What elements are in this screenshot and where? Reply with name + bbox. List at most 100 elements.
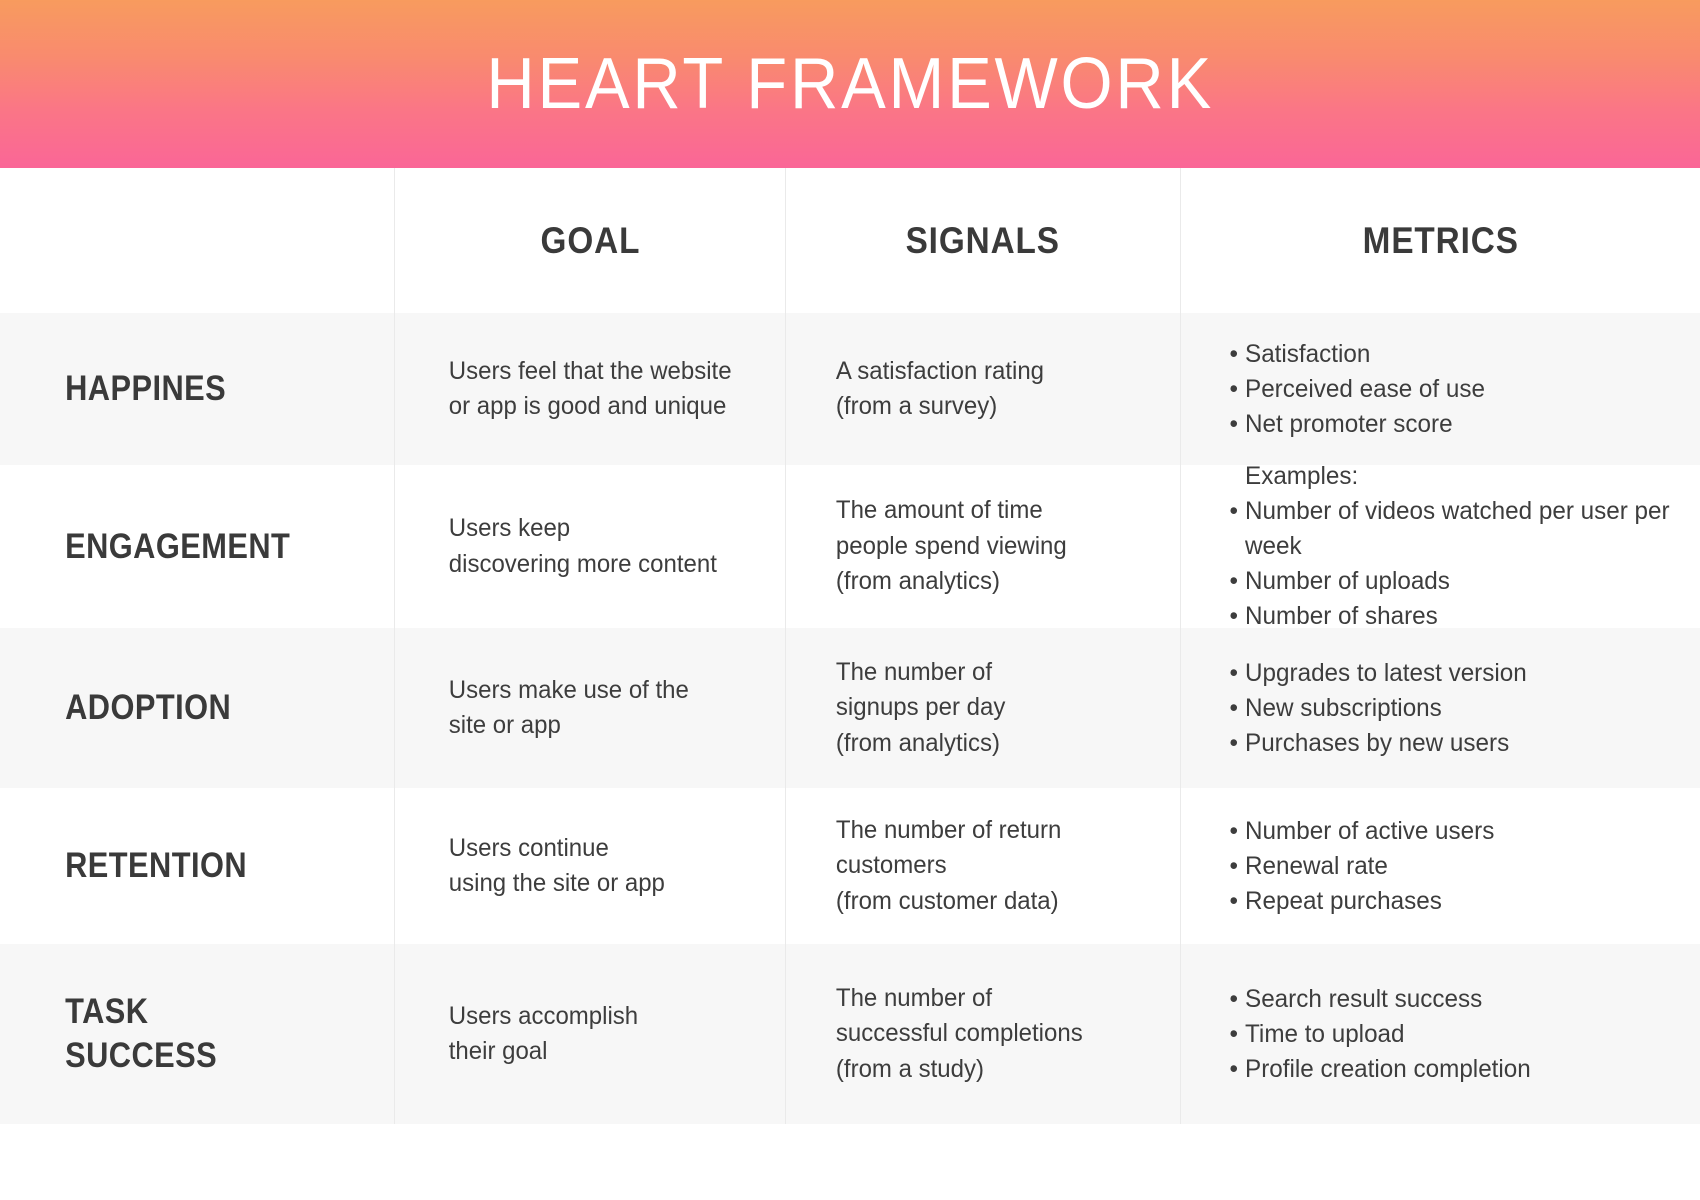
header-label-signals: SIGNALS [905,219,1061,261]
row-signals-cell: The number of return customers (from cus… [785,788,1180,944]
bullet-icon: • [1229,851,1239,880]
row-signals-cell: A satisfaction rating (from a survey) [785,313,1180,465]
row-category-label: TASK SUCCESS [65,992,218,1075]
bullet-icon: • [1229,1019,1239,1048]
metrics-list: •Satisfaction•Perceived ease of use•Net … [1181,337,1684,442]
metrics-list-item-label: Profile creation completion [1245,1054,1531,1083]
table-row: TASK SUCCESS Users accomplish their goal… [0,944,1700,1124]
metrics-list-item-label: Repeat purchases [1245,886,1442,915]
row-signals-text: The number of return customers (from cus… [835,815,1062,915]
metrics-list-item-label: Purchases by new users [1245,728,1510,757]
row-category-label: ENGAGEMENT [65,526,291,566]
metrics-list-item-label: Time to upload [1245,1019,1405,1048]
bullet-icon: • [1229,728,1239,757]
metrics-list-item: •Upgrades to latest version [1230,656,1675,691]
header-cell-metrics: METRICS [1180,168,1700,313]
header-cell-category [0,168,394,313]
metrics-list-item-label: Upgrades to latest version [1245,658,1527,687]
row-category-cell: ENGAGEMENT [0,465,394,628]
bullet-icon: • [1229,409,1239,438]
metrics-list-item-label: Number of active users [1245,816,1495,845]
row-category-cell: RETENTION [0,788,394,944]
metrics-list-item: •Examples: [1230,459,1675,494]
banner: HEART FRAMEWORK [0,0,1700,168]
row-signals-cell: The amount of time people spend viewing … [785,465,1180,628]
framework-table: GOAL SIGNALS METRICS HAPPINES Users feel… [0,168,1700,1200]
table-row: ADOPTION Users make use of the site or a… [0,628,1700,788]
row-goal-text: Users accomplish their goal [448,1001,639,1066]
row-category-label: HAPPINES [65,369,227,409]
table-row: HAPPINES Users feel that the website or … [0,313,1700,465]
metrics-list: •Number of active users•Renewal rate•Rep… [1181,814,1684,919]
row-goal-cell: Users accomplish their goal [394,944,785,1124]
row-category-cell: TASK SUCCESS [0,944,394,1124]
metrics-list-item: •Number of videos watched per user per w… [1230,494,1675,564]
row-goal-cell: Users continue using the site or app [394,788,785,944]
header-label-goal: GOAL [540,219,640,261]
header-cell-goal: GOAL [394,168,785,313]
metrics-list-item-label: Satisfaction [1245,339,1371,368]
row-category-label: ADOPTION [65,688,232,728]
metrics-list-item-label: Examples: [1245,462,1359,490]
row-goal-text: Users make use of the site or app [448,675,689,740]
bullet-icon: • [1229,693,1239,722]
row-signals-text: A satisfaction rating (from a survey) [835,356,1045,421]
bullet-icon: • [1229,374,1239,403]
metrics-list-item: •Perceived ease of use [1230,372,1675,407]
page-title: HEART FRAMEWORK [486,44,1214,124]
metrics-list-item-label: Search result success [1245,984,1483,1013]
metrics-list-item: •Search result success [1230,982,1675,1017]
bullet-icon: • [1229,886,1239,915]
bullet-icon: • [1229,497,1239,525]
bullet-icon: • [1229,1054,1239,1083]
bullet-icon: • [1229,339,1239,368]
row-metrics-cell: •Search result success•Time to upload•Pr… [1180,944,1700,1124]
metrics-list-item: •Satisfaction [1230,337,1675,372]
row-goal-text: Users keep discovering more content [448,514,717,578]
table-row: RETENTION Users continue using the site … [0,788,1700,944]
metrics-list-item: •Repeat purchases [1230,884,1675,919]
metrics-list-item: •Net promoter score [1230,407,1675,442]
metrics-list: •Examples:•Number of videos watched per … [1181,459,1684,634]
bullet-icon: • [1229,567,1239,595]
row-signals-cell: The number of successful completions (fr… [785,944,1180,1124]
metrics-list-item-label: Perceived ease of use [1245,374,1485,403]
metrics-list-item: •Renewal rate [1230,849,1675,884]
header-label-metrics: METRICS [1362,219,1519,261]
metrics-list-item-label: Renewal rate [1245,851,1388,880]
row-category-cell: ADOPTION [0,628,394,788]
bullet-icon: • [1229,816,1239,845]
row-metrics-cell: •Upgrades to latest version•New subscrip… [1180,628,1700,788]
metrics-list-item: •New subscriptions [1230,691,1675,726]
row-goal-text: Users feel that the website or app is go… [448,356,732,421]
metrics-list-item-label: Number of uploads [1245,567,1450,595]
metrics-list-item: •Time to upload [1230,1017,1675,1052]
metrics-list-item: •Number of active users [1230,814,1675,849]
metrics-list: •Upgrades to latest version•New subscrip… [1181,656,1684,761]
bullet-icon: • [1229,984,1239,1013]
metrics-list-item-label: Number of shares [1245,602,1438,630]
row-goal-cell: Users make use of the site or app [394,628,785,788]
row-signals-text: The number of signups per day (from anal… [835,657,1006,757]
row-signals-cell: The number of signups per day (from anal… [785,628,1180,788]
row-goal-cell: Users keep discovering more content [394,465,785,628]
metrics-list-item-label: Number of videos watched per user per we… [1245,497,1670,560]
row-metrics-cell: •Number of active users•Renewal rate•Rep… [1180,788,1700,944]
metrics-list-item: •Purchases by new users [1230,726,1675,761]
metrics-list: •Search result success•Time to upload•Pr… [1181,982,1684,1087]
row-metrics-cell: •Satisfaction•Perceived ease of use•Net … [1180,313,1700,465]
metrics-list-item: •Number of uploads [1230,564,1675,599]
row-category-label: RETENTION [65,846,248,886]
row-signals-text: The number of successful completions (fr… [835,983,1083,1083]
metrics-list-item-label: New subscriptions [1245,693,1442,722]
row-goal-text: Users continue using the site or app [448,833,665,898]
row-category-cell: HAPPINES [0,313,394,465]
bullet-icon: • [1229,602,1239,630]
metrics-list-item: •Profile creation completion [1230,1052,1675,1087]
row-goal-cell: Users feel that the website or app is go… [394,313,785,465]
row-signals-text: The amount of time people spend viewing … [835,496,1067,596]
table-row: ENGAGEMENT Users keep discovering more c… [0,462,1700,630]
row-metrics-cell: •Examples:•Number of videos watched per … [1180,462,1700,630]
header-cell-signals: SIGNALS [785,168,1180,313]
